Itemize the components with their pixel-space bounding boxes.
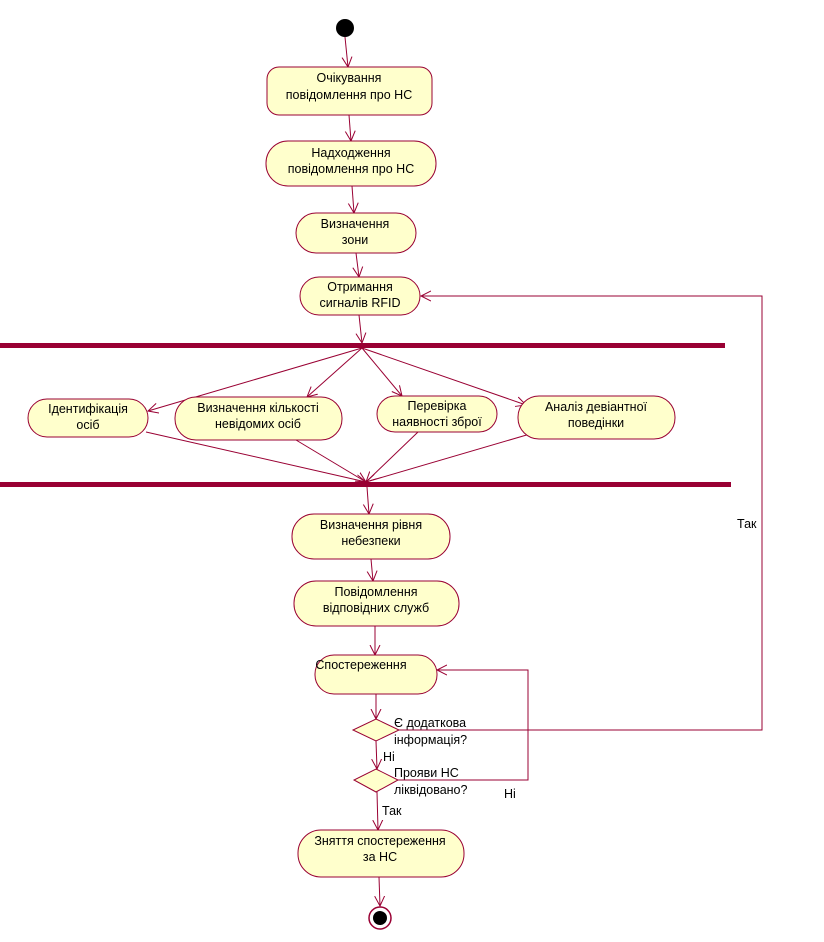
svg-text:Є додаткова: Є додаткова: [394, 716, 466, 730]
svg-text:зони: зони: [342, 233, 368, 247]
activity-ident: Ідентифікація осіб: [27, 398, 149, 438]
svg-text:наявності зброї: наявності зброї: [392, 415, 482, 429]
guard-yes-loop: Так: [737, 517, 757, 531]
svg-text:інформація?: інформація?: [394, 733, 467, 747]
decision-resolved: Прояви НС ліквідовано?: [352, 766, 468, 797]
svg-text:за НС: за НС: [363, 850, 397, 864]
svg-text:Перевірка: Перевірка: [408, 399, 467, 413]
activity-observe: Спостереження: [314, 654, 438, 695]
start-node: [336, 19, 354, 37]
activity-await: Очікування повідомлення про НС: [266, 66, 433, 116]
svg-text:Ідентифікація: Ідентифікація: [48, 402, 128, 416]
join-bar: [0, 482, 731, 487]
svg-text:Прояви НС: Прояви НС: [394, 766, 459, 780]
svg-text:Повідомлення: Повідомлення: [334, 585, 417, 599]
svg-text:відповідних служб: відповідних служб: [323, 601, 429, 615]
svg-text:осіб: осіб: [76, 418, 99, 432]
svg-text:невідомих осіб: невідомих осіб: [215, 417, 301, 431]
svg-text:повідомлення про НС: повідомлення про НС: [286, 88, 412, 102]
svg-text:сигналів RFID: сигналів RFID: [320, 296, 401, 310]
svg-text:Аналіз девіантної: Аналіз девіантної: [545, 400, 648, 414]
svg-text:Надходження: Надходження: [311, 146, 390, 160]
svg-text:Визначення рівня: Визначення рівня: [320, 518, 422, 532]
svg-text:небезпеки: небезпеки: [341, 534, 400, 548]
svg-text:Зняття спостереження: Зняття спостереження: [314, 834, 445, 848]
fork-bar: [0, 343, 725, 348]
decision-extra-info: Є додаткова інформація?: [351, 716, 467, 747]
svg-text:повідомлення про НС: повідомлення про НС: [288, 162, 414, 176]
activity-count: Визначення кількості невідомих осіб: [174, 396, 343, 441]
svg-text:Спостереження: Спостереження: [315, 658, 406, 672]
svg-text:поведінки: поведінки: [568, 416, 624, 430]
activity-stop: Зняття спостереження за НС: [297, 829, 465, 878]
guard-no-extra: Ні: [383, 750, 395, 764]
activity-rfid: Отримання сигналів RFID: [299, 276, 421, 316]
svg-text:Визначення кількості: Визначення кількості: [197, 401, 319, 415]
guard-no-resolved: Ні: [504, 787, 516, 801]
activity-zone: Визначення зони: [295, 212, 417, 254]
svg-text:ліквідовано?: ліквідовано?: [394, 783, 468, 797]
end-node: [368, 906, 392, 930]
svg-text:Очікування: Очікування: [317, 71, 382, 85]
activity-notify: Повідомлення відповідних служб: [293, 580, 460, 627]
activity-danger: Визначення рівня небезпеки: [291, 513, 451, 560]
activity-arrival: Надходження повідомлення про НС: [265, 140, 437, 187]
svg-text:Отримання: Отримання: [327, 280, 393, 294]
edges: [145, 36, 763, 906]
guard-yes-resolved: Так: [382, 804, 402, 818]
activity-deviant: Аналіз девіантної поведінки: [517, 395, 676, 440]
activity-weapon: Перевірка наявності зброї: [376, 395, 498, 433]
svg-text:Визначення: Визначення: [321, 217, 390, 231]
